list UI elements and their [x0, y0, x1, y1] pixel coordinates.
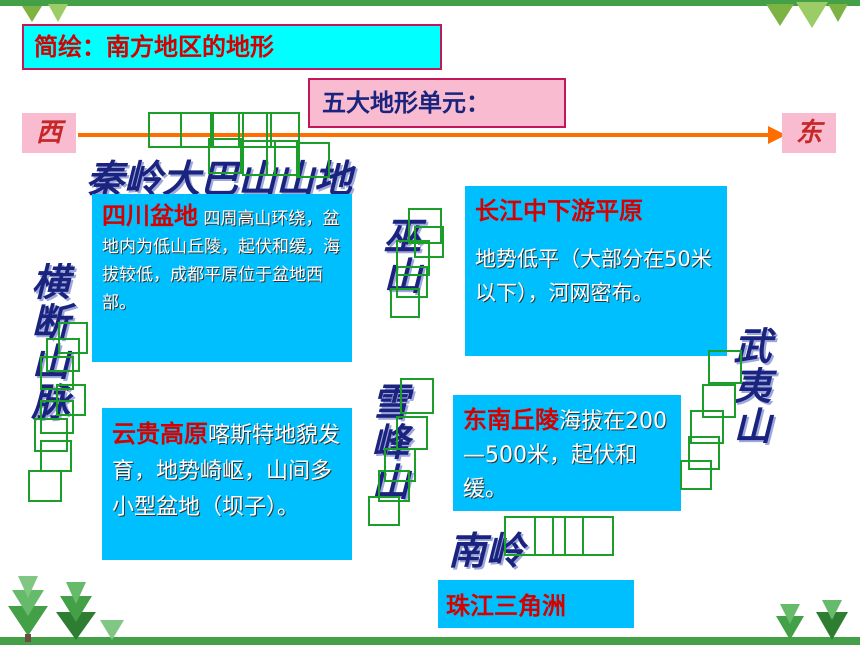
zhujiang-delta-box: 珠江三角洲	[438, 580, 634, 628]
tree-icon	[8, 576, 124, 642]
changjiang-plain-box: 长江中下游平原 地势低平（大部分在50米以下），河网密布。	[465, 186, 727, 356]
tree-icon	[22, 4, 68, 22]
nanling-label: 南岭	[448, 528, 525, 573]
yungui-plateau-box: 云贵高原喀斯特地貌发育，地势崎岖，山间多小型盆地（坝子）。	[102, 408, 352, 560]
qinling-daba-label: 秦岭大巴山山地	[86, 156, 353, 201]
units-title: 五大地形单元：	[308, 78, 566, 128]
dongnan-hills-box: 东南丘陵海拔在200—500米，起伏和缓。	[453, 395, 681, 511]
changjiang-plain-title: 长江中下游平原	[475, 197, 643, 225]
dongnan-hills-text: 海拔在200—500米，起伏和缓。	[463, 409, 667, 502]
dongnan-hills-title: 东南丘陵	[463, 406, 559, 434]
sichuan-basin-title: 四川盆地	[102, 202, 198, 230]
sichuan-basin-text: 四周高山环绕，盆地内为低山丘陵，起伏和缓，海拔较低，成都平原位于盆地西部。	[102, 209, 340, 313]
page-title: 简绘：南方地区的地形	[22, 24, 442, 70]
yungui-plateau-title: 云贵高原	[112, 420, 208, 448]
sichuan-basin-box: 四川盆地 四周高山环绕，盆地内为低山丘陵，起伏和缓，海拔较低，成都平原位于盆地西…	[92, 194, 352, 362]
west-label: 西	[22, 113, 76, 153]
top-stripe	[0, 0, 860, 6]
east-label: 东	[782, 113, 836, 153]
yungui-plateau-text: 喀斯特地貌发育，地势崎岖，山间多小型盆地（坝子）。	[112, 423, 341, 520]
zhujiang-delta-title: 珠江三角洲	[446, 592, 566, 620]
tree-icon	[776, 600, 848, 640]
xuefeng-label: 雪峰山	[365, 382, 410, 502]
arrow-right-icon	[78, 126, 786, 144]
changjiang-plain-text: 地势低平（大部分在50米以下），河网密布。	[475, 247, 712, 305]
tree-icon	[766, 2, 848, 28]
bottom-stripe	[0, 637, 860, 645]
